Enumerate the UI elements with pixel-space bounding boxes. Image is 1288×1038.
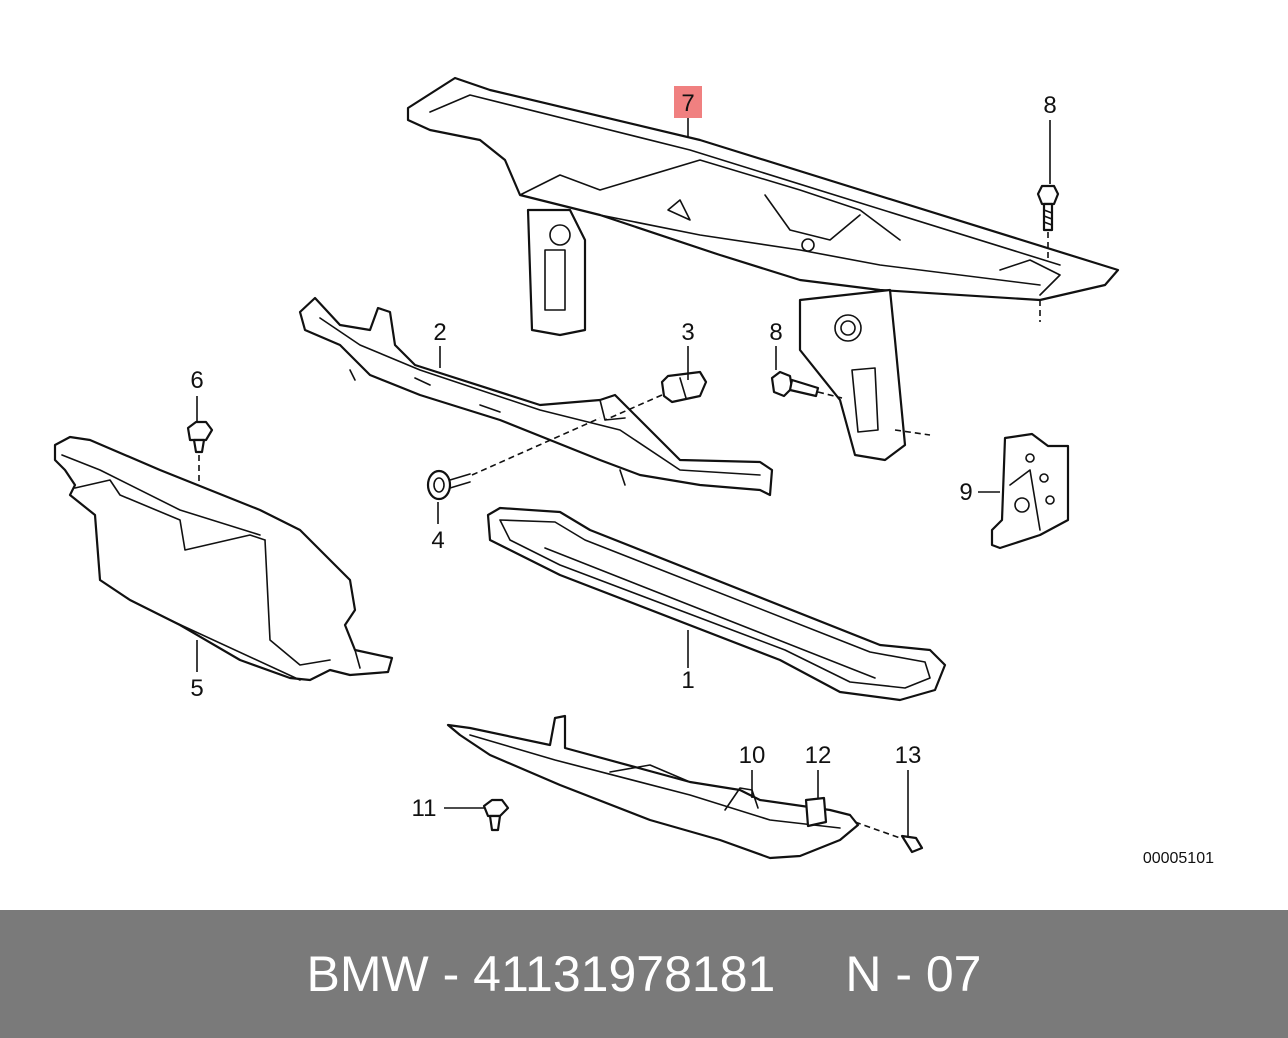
part-7-upper-panel: [406, 76, 1120, 462]
highlight-box: [674, 86, 702, 118]
part-9-bracket: [990, 432, 1070, 550]
parts-diagram: 7 8 2 3 8 6 4 9 5 1 10 12 13 11 00005101: [53, 76, 1214, 867]
callout-7: 7: [681, 90, 694, 117]
part-3-clip: [604, 370, 708, 421]
callout-2: 2: [433, 319, 446, 346]
callout-11: 11: [412, 795, 437, 822]
callout-4: 4: [431, 527, 444, 554]
callout-13: 13: [895, 742, 922, 769]
leader-lines: [196, 118, 1051, 836]
footer-position: N - 07: [845, 946, 982, 1002]
part-4-screw: [426, 417, 601, 501]
callout-6: 6: [190, 367, 203, 394]
callout-10: 10: [739, 742, 766, 769]
footer-brand: BMW: [306, 946, 429, 1002]
footer-separator: -: [428, 946, 474, 1002]
callout-8-side: 8: [769, 319, 782, 346]
part-5-air-duct: [53, 435, 394, 682]
callout-5: 5: [190, 675, 203, 702]
callout-8-top: 8: [1043, 92, 1056, 119]
callouts: 7 8 2 3 8 6 4 9 5 1 10 12 13 11: [190, 90, 1056, 822]
footer-banner: BMW - 41131978181 N - 07: [0, 910, 1288, 1038]
lower-guard: [446, 714, 924, 860]
diagram-reference-code: 00005101: [1143, 850, 1214, 867]
callout-3: 3: [681, 319, 694, 346]
part-8-bolt-top: [1036, 184, 1060, 262]
part-1-lower-frame: [486, 506, 947, 702]
callout-1: 1: [681, 667, 694, 694]
part-8-bolt-side: [770, 370, 843, 399]
callout-12: 12: [805, 742, 832, 769]
callout-9: 9: [959, 479, 972, 506]
footer-part-number: 41131978181: [473, 946, 776, 1002]
part-11-clip: [482, 798, 510, 832]
